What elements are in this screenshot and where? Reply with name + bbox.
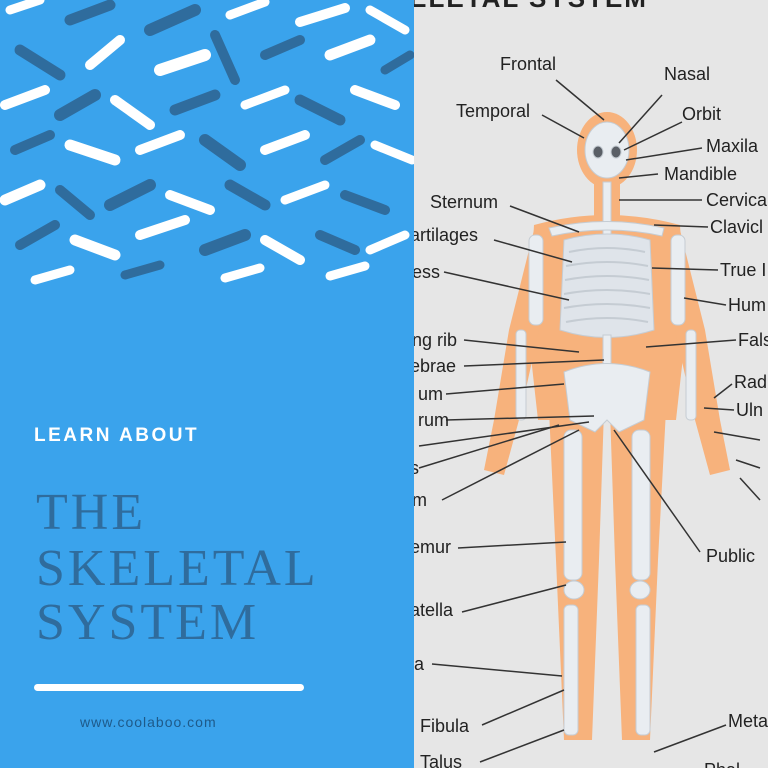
diagram-heading: SKELETAL SYSTEM — [414, 0, 648, 11]
label-false-ribs: Fals — [738, 330, 768, 350]
label-ulna: Uln — [736, 400, 764, 420]
label-tibia: ia — [414, 654, 425, 674]
label-coccyx: s — [414, 458, 419, 478]
title-line-2: SKELETAL — [36, 540, 319, 597]
label-sacrum: rum — [418, 410, 449, 430]
skull — [584, 121, 630, 179]
label-xiphoid: ess — [414, 262, 441, 282]
title-line-3: SYSTEM — [36, 594, 260, 651]
label-humerus: Hum — [728, 295, 767, 315]
label-nasal: Nasal — [664, 64, 711, 84]
label-pubic: Public — [706, 546, 756, 566]
label-true-ribs: True I — [720, 260, 767, 280]
skeleton-diagram-panel: SKELETAL SYSTEM Frontal Nasal Temporal O… — [414, 0, 768, 768]
label-phalanges: Phal — [704, 760, 740, 768]
label-fibula: Fibula — [420, 716, 470, 736]
label-floating-rib: ng rib — [414, 330, 458, 350]
title-underline — [34, 684, 304, 691]
label-orbit: Orbit — [682, 104, 722, 124]
label-frontal: Frontal — [500, 54, 557, 74]
label-radius: Rad — [734, 372, 768, 392]
label-cartilages: artilages — [414, 225, 479, 245]
label-ischium: m — [414, 490, 427, 510]
label-patella: atella — [414, 600, 454, 620]
brush-stroke-pattern — [0, 0, 414, 285]
label-talus: Talus — [420, 752, 463, 768]
kicker-text: LEARN ABOUT — [34, 425, 200, 446]
label-clavicle: Clavicl — [710, 217, 764, 237]
label-mandible: Mandible — [664, 164, 738, 184]
label-temporal: Temporal — [456, 101, 531, 121]
title-line-1: THE — [36, 484, 147, 541]
poster-panel: LEARN ABOUT THE SKELETAL SYSTEM www.cool… — [0, 0, 414, 768]
label-sternum: Sternum — [430, 192, 499, 212]
label-cervical: Cervica — [706, 190, 768, 210]
label-maxila: Maxila — [706, 136, 759, 156]
label-ilium: um — [418, 384, 444, 404]
label-femur: emur — [414, 537, 452, 557]
label-metatarsals: Meta — [728, 711, 768, 731]
website-link[interactable]: www.coolaboo.com — [80, 714, 217, 730]
skeleton-illustration — [418, 79, 761, 763]
label-vertebrae: ebrae — [414, 356, 457, 376]
